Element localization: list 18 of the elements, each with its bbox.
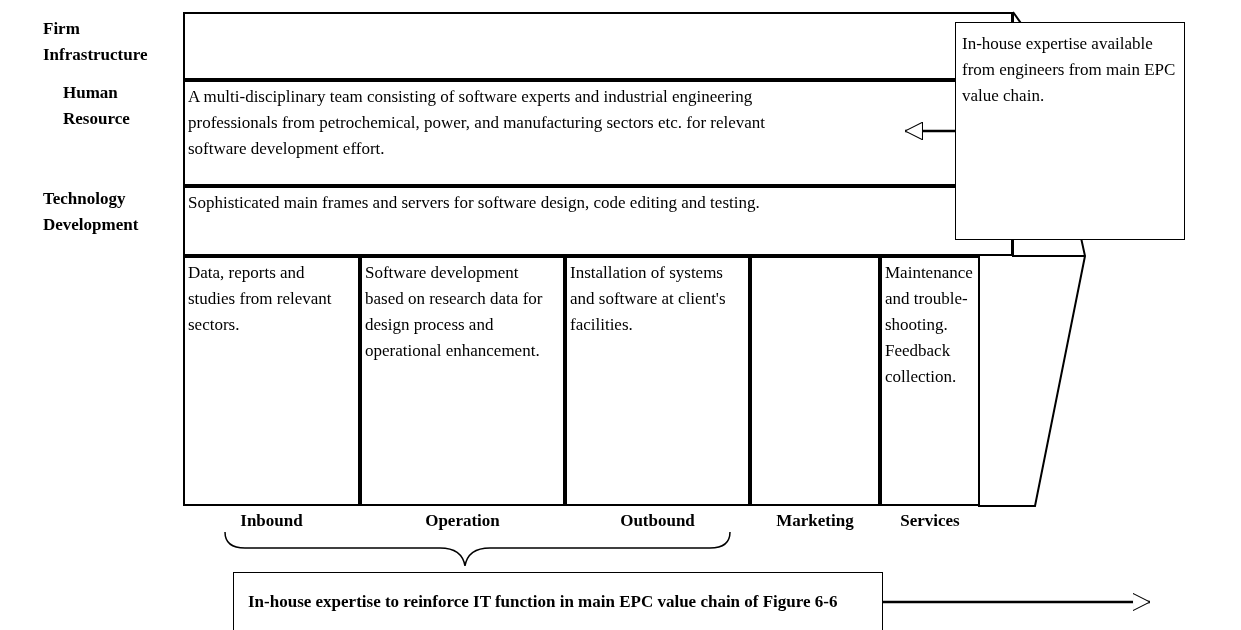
column-heading: Operation: [424, 510, 501, 532]
activity-text: A multi-disciplinary team consisting of software experts and industrial engineering professionals from petrochemical, power, and manufacturing sectors etc. for relevant software development effort.: [188, 86, 767, 160]
block-arrow: [904, 121, 955, 141]
column-heading: Inbound: [239, 510, 304, 532]
column-heading: Outbound: [619, 510, 696, 532]
column-heading: Services: [899, 510, 961, 532]
column-heading: Marketing: [775, 510, 855, 532]
activity-text: Software development based on research data for design process and operational enhancement.: [365, 262, 544, 362]
row-heading: Technology Development: [43, 188, 140, 236]
row-heading: Human Resource: [63, 82, 131, 130]
activity-text: Installation of systems and software at client's facilities.: [570, 262, 727, 336]
row-heading: Firm Infrastructure: [43, 18, 149, 66]
activity-text: Sophisticated main frames and servers for software design, code editing and testing.: [188, 192, 761, 214]
activity-text: Maintenance and trouble-shooting. Feedback collection.: [885, 262, 974, 388]
block-arrow: [883, 592, 1151, 612]
summary-text: In-house expertise to reinforce IT function in main EPC value chain of Figure 6-6: [248, 591, 839, 613]
callout-text: In-house expertise available from engineers from main EPC value chain.: [962, 33, 1177, 107]
activity-text: Data, reports and studies from relevant sectors.: [188, 262, 333, 336]
